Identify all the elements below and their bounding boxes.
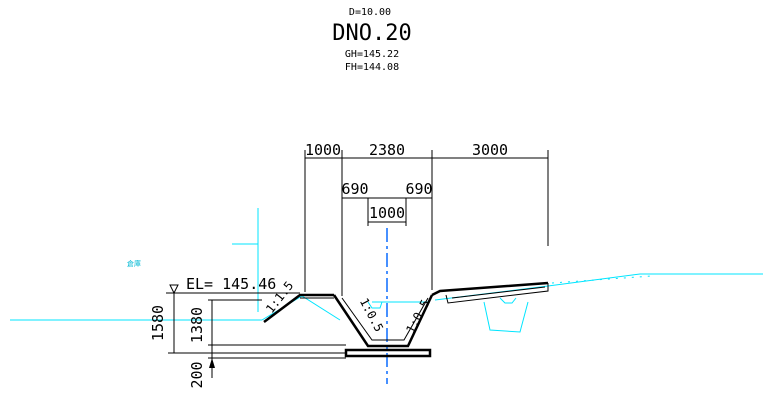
distance-label: D=10.00 bbox=[349, 7, 391, 18]
dim-mid-right: 690 bbox=[405, 180, 432, 198]
dim-top-left: 1000 bbox=[305, 141, 341, 159]
slope-label-ditch-right: 1:0.5 bbox=[403, 297, 432, 335]
ground-height-label: GH=145.22 bbox=[345, 49, 399, 60]
dim-bottom-width: 1000 bbox=[369, 204, 405, 222]
station-title: DNO.20 bbox=[332, 21, 411, 46]
elevation-label: EL= 145.46 bbox=[186, 275, 276, 293]
dim-top-center: 2380 bbox=[369, 141, 405, 159]
top-dimension-chain bbox=[304, 150, 549, 296]
vertical-dimensions bbox=[168, 293, 346, 378]
small-cyan-label: 倉庫 bbox=[127, 259, 141, 268]
slope-label-ditch-left: 1:0.5 bbox=[357, 296, 386, 334]
ditch-structure bbox=[263, 281, 549, 358]
dim-vertical-200: 200 bbox=[188, 361, 206, 388]
elevation-marker bbox=[166, 284, 300, 295]
dim-vertical-1580: 1580 bbox=[149, 305, 167, 341]
dim-mid-left: 690 bbox=[341, 180, 368, 198]
dim-vertical-1380: 1380 bbox=[188, 307, 206, 343]
dim-top-right: 3000 bbox=[472, 141, 508, 159]
formation-height-label: FH=144.08 bbox=[345, 62, 399, 73]
